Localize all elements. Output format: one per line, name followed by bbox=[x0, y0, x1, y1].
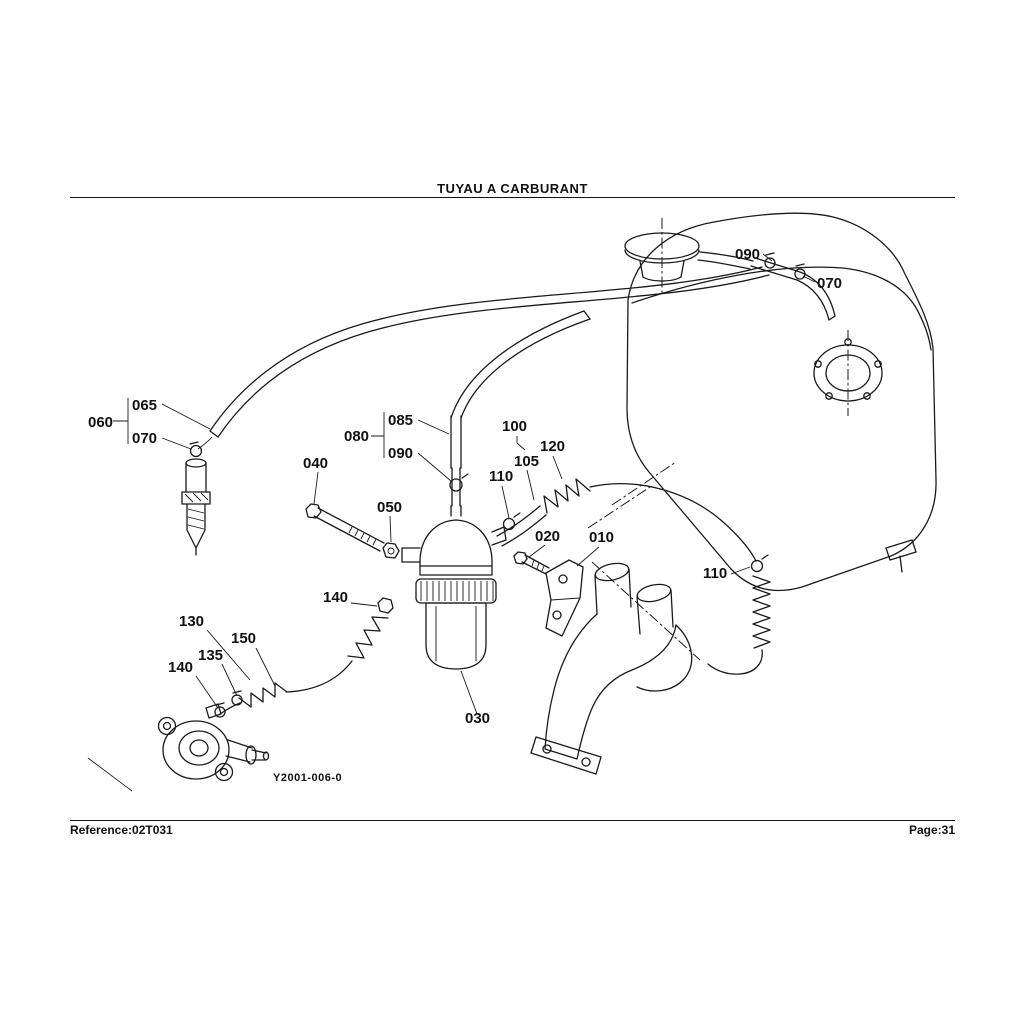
footer: Reference:02T031 Page:31 bbox=[70, 823, 955, 837]
bolt-040 bbox=[305, 503, 385, 552]
callout-100: 100 bbox=[502, 418, 527, 435]
clamp-110-right bbox=[750, 554, 769, 573]
nut-050 bbox=[382, 542, 400, 559]
return-hose bbox=[589, 483, 757, 562]
callout-085: 085 bbox=[388, 412, 413, 429]
callout-140-bottom: 140 bbox=[168, 659, 193, 676]
fuel-filter bbox=[401, 505, 507, 670]
callout-050: 050 bbox=[377, 499, 402, 516]
page-title: TUYAU A CARBURANT bbox=[437, 181, 588, 196]
spring-hose-110-right bbox=[707, 575, 771, 675]
clamp-090-mid bbox=[449, 473, 469, 492]
callout-080: 080 bbox=[344, 428, 369, 445]
spring-hose-150 bbox=[219, 682, 288, 715]
injection-pump bbox=[87, 703, 270, 792]
reference-code: Reference:02T031 bbox=[70, 823, 173, 837]
callout-020: 020 bbox=[535, 528, 560, 545]
callout-060: 060 bbox=[88, 414, 113, 431]
leader-lines bbox=[113, 253, 816, 715]
spring-hose-120 bbox=[543, 478, 591, 514]
callout-010: 010 bbox=[589, 529, 614, 546]
callout-030: 030 bbox=[465, 710, 490, 727]
tank-cap bbox=[813, 338, 883, 402]
callout-110-right: 110 bbox=[703, 565, 727, 582]
callout-140-top: 140 bbox=[323, 589, 348, 606]
clamp-090-top bbox=[764, 252, 776, 269]
callout-070-left: 070 bbox=[132, 430, 157, 447]
callout-065: 065 bbox=[132, 397, 157, 414]
fuel-cock bbox=[181, 458, 211, 556]
filler-cap bbox=[624, 232, 700, 282]
callout-130: 130 bbox=[179, 613, 204, 630]
clamp-070-left bbox=[189, 441, 203, 458]
callout-150: 150 bbox=[231, 630, 256, 647]
nut-140-filter bbox=[377, 597, 394, 614]
bolt-020 bbox=[513, 551, 550, 575]
callout-105: 105 bbox=[514, 453, 539, 470]
callout-110-mid: 110 bbox=[489, 468, 513, 485]
fuel-hose-105 bbox=[496, 505, 547, 547]
callout-090-top: 090 bbox=[735, 246, 760, 263]
drawing-code: Y2001-006-0 bbox=[273, 772, 342, 784]
callout-135: 135 bbox=[198, 647, 223, 664]
callout-120: 120 bbox=[540, 438, 565, 455]
callout-090-mid: 090 bbox=[388, 445, 413, 462]
callout-040: 040 bbox=[303, 455, 328, 472]
clamp-135 bbox=[231, 690, 243, 706]
callout-labels: 090 070 060 065 070 080 085 090 100 120 … bbox=[88, 246, 842, 784]
clamp-070-top bbox=[794, 263, 806, 280]
callout-070-top: 070 bbox=[817, 275, 842, 292]
tank-outlet-pipe bbox=[697, 251, 836, 321]
bracket-010 bbox=[545, 559, 584, 637]
footer-rule bbox=[70, 820, 955, 821]
fuel-hose-main bbox=[197, 266, 770, 450]
intake-manifold bbox=[530, 561, 701, 775]
page-number: Page:31 bbox=[908, 823, 955, 837]
spring-hose-filter-outlet bbox=[285, 616, 389, 693]
header-rule bbox=[70, 197, 955, 198]
clamp-110-mid bbox=[502, 512, 521, 531]
fuel-pipe-085 bbox=[450, 310, 591, 507]
